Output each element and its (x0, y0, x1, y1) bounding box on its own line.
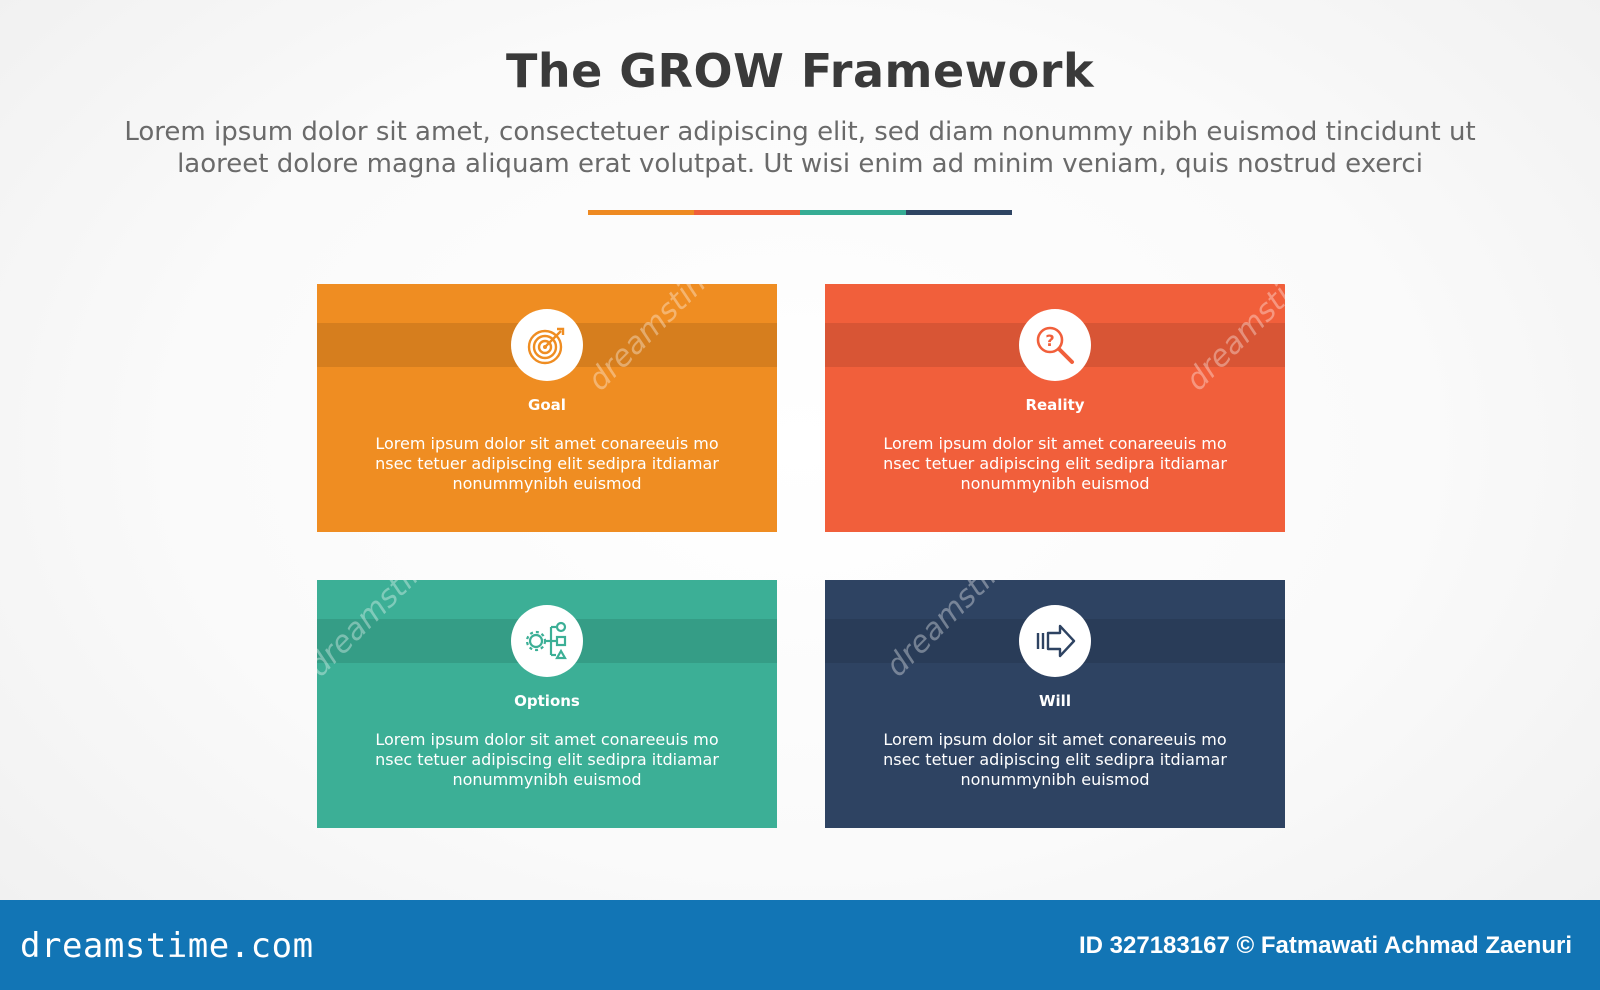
card-goal: Goal Lorem ipsum dolor sit amet conareeu… (317, 284, 777, 532)
divider-segment-teal (800, 210, 906, 215)
icon-badge (511, 605, 583, 677)
target-icon (527, 327, 565, 365)
card-description: Lorem ipsum dolor sit amet conareeuis mo… (375, 434, 719, 493)
card-description: Lorem ipsum dolor sit amet conareeuis mo… (883, 730, 1227, 789)
card-description: Lorem ipsum dolor sit amet conareeuis mo… (883, 434, 1227, 493)
divider-segment-red (694, 210, 800, 215)
page-title: The GROW Framework (505, 44, 1095, 98)
card-label: Will (1039, 692, 1071, 710)
footer-bar: dreamstime.com ID 327183167 © Fatmawati … (0, 900, 1600, 990)
card-will: Will Lorem ipsum dolor sit amet conareeu… (825, 580, 1285, 828)
footer-brand: dreamstime.com (20, 926, 314, 966)
card-description: Lorem ipsum dolor sit amet conareeuis mo… (375, 730, 719, 789)
color-divider (588, 210, 1012, 215)
footer-credit: ID 327183167 © Fatmawati Achmad Zaenuri (1079, 932, 1572, 959)
card-reality: ? Reality Lorem ipsum dolor sit amet con… (825, 284, 1285, 532)
options-gear-icon (525, 621, 567, 660)
divider-segment-navy (906, 210, 1012, 215)
page-subtitle: Lorem ipsum dolor sit amet, consectetuer… (124, 117, 1476, 179)
icon-badge: ? (1019, 309, 1091, 381)
card-options: Options Lorem ipsum dolor sit amet conar… (317, 580, 777, 828)
card-label: Options (514, 692, 580, 710)
arrow-right-icon (1036, 624, 1076, 658)
card-label: Reality (1025, 396, 1085, 414)
magnifier-question-icon: ? (1036, 326, 1074, 364)
icon-badge (511, 309, 583, 381)
card-label: Goal (528, 396, 566, 414)
icon-badge (1019, 605, 1091, 677)
svg-text:?: ? (1045, 331, 1054, 350)
divider-segment-orange (588, 210, 694, 215)
